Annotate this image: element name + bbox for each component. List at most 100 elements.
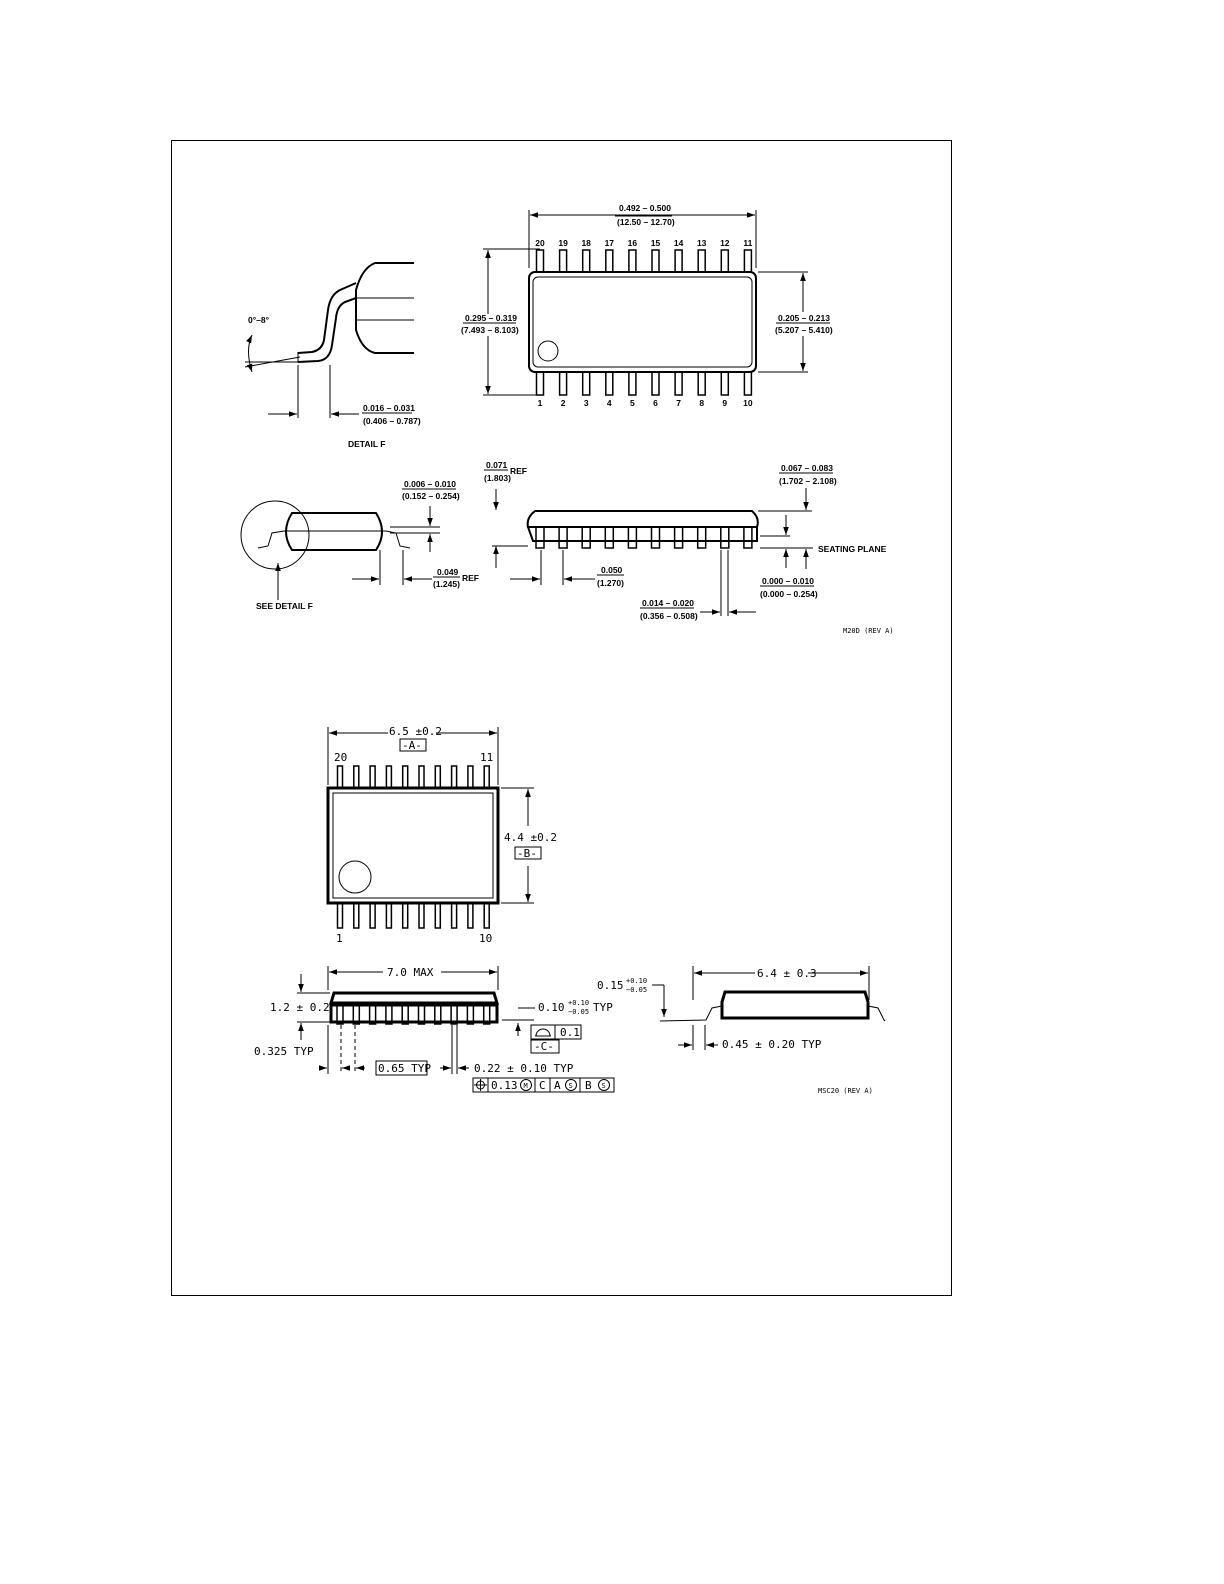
pin-number: 6	[653, 398, 658, 408]
position-mod: M	[524, 1082, 528, 1090]
pin-number: 15	[651, 238, 661, 248]
pin-number: 5	[630, 398, 635, 408]
datum-c: -C-	[534, 1040, 554, 1053]
lead-top	[483, 765, 490, 789]
datum-b: -B-	[517, 847, 537, 860]
side-lead	[450, 1002, 458, 1025]
standoff-base: 0.10	[538, 1001, 565, 1014]
lead-bottom	[450, 902, 458, 929]
ref-b: B	[585, 1079, 592, 1092]
lower-side-pitch: 0.65 TYP	[378, 1062, 431, 1075]
lower-pin-20: 20	[334, 751, 347, 764]
side-lead	[650, 526, 661, 549]
pin-number: 13	[697, 238, 707, 248]
position-tol: 0.13	[491, 1079, 518, 1092]
lead-bottom	[434, 902, 442, 929]
lead-top	[535, 249, 545, 273]
lead-bottom	[535, 371, 545, 396]
side-view-pitch-in: 0.050	[601, 565, 623, 575]
position-icon	[474, 1079, 487, 1091]
lead-top	[434, 765, 442, 789]
side-lead	[401, 1002, 409, 1025]
upper-top-view: 0.492 – 0.500 (12.50 – 12.70) 0.295 – 0.…	[461, 203, 833, 408]
side-view-lead-width-in: 0.014 – 0.020	[642, 598, 694, 608]
side-lead	[696, 526, 707, 549]
side-view-standoff-in: 0.000 – 0.010	[762, 576, 814, 586]
lead-bottom	[353, 902, 360, 929]
upper-end-view: SEE DETAIL F 0.006 – 0.010 (0.152 – 0.25…	[240, 479, 479, 611]
lead-top	[401, 765, 409, 789]
ref-b-mod: S	[602, 1082, 606, 1090]
lead-bottom	[651, 371, 660, 396]
pin-number: 20	[535, 238, 545, 248]
side-view-height-in: 0.067 – 0.083	[781, 463, 833, 473]
lead-top	[697, 249, 706, 273]
top-view-length-mm: (12.50 – 12.70)	[617, 217, 675, 227]
pin-number: 14	[674, 238, 684, 248]
ref-a-mod: S	[569, 1082, 573, 1090]
lower-side-height: 1.2 ± 0.2	[270, 1001, 330, 1014]
pin-number: 4	[607, 398, 612, 408]
end-view-lead-thickness-mm: (0.152 – 0.254)	[402, 491, 460, 501]
lead-top	[353, 765, 360, 789]
lead-bottom	[336, 902, 344, 929]
side-lead	[482, 1002, 491, 1025]
datum-a: -A-	[402, 739, 422, 752]
lead-bottom	[697, 371, 706, 396]
end-view-ref-in: 0.049	[437, 567, 459, 577]
upper-side-view: SEATING PLANE 0.067 – 0.083 (1.702 – 2.1…	[484, 460, 894, 635]
side-lead	[417, 1002, 426, 1025]
side-lead	[558, 526, 568, 549]
pin-number: 2	[561, 398, 566, 408]
flatness-value: 0.1	[560, 1026, 580, 1039]
pin-number: 12	[720, 238, 730, 248]
detail-f-title: DETAIL F	[348, 439, 385, 449]
lower-pin-1: 1	[336, 932, 343, 945]
see-detail-label: SEE DETAIL F	[256, 601, 313, 611]
lead-top	[674, 249, 683, 273]
side-view-end-ref-mm: (1.803)	[484, 473, 511, 483]
lead-top	[369, 765, 376, 789]
lead-top	[581, 249, 591, 273]
lower-top-length: 6.5 ±0.2	[389, 725, 442, 738]
side-lead	[581, 526, 591, 549]
pin-number: 1	[538, 398, 543, 408]
pin-number: 19	[558, 238, 568, 248]
side-lead	[434, 1002, 442, 1025]
pin-number: 9	[722, 398, 727, 408]
top-view-width-mm: (7.493 – 8.103)	[461, 325, 519, 335]
side-lead	[743, 526, 753, 549]
pin-number: 18	[581, 238, 591, 248]
lead-top	[467, 765, 474, 789]
lead-top	[450, 765, 458, 789]
top-view-body-width-mm: (5.207 – 5.410)	[775, 325, 833, 335]
lead-bottom	[605, 371, 614, 396]
side-lead	[627, 526, 638, 549]
top-view-width-in: 0.295 – 0.319	[465, 313, 517, 323]
lead-bottom	[558, 371, 568, 396]
thickness-base: 0.15	[597, 979, 624, 992]
lead-top	[651, 249, 660, 273]
lead-top	[558, 249, 568, 273]
lead-bottom	[743, 371, 753, 396]
lead-bottom	[418, 902, 425, 929]
detail-f-angle: 0°–8°	[248, 315, 270, 325]
lead-bottom	[483, 902, 490, 929]
side-lead	[368, 1002, 377, 1025]
lead-top	[720, 249, 730, 273]
pin-number: 8	[699, 398, 704, 408]
side-lead	[466, 1002, 475, 1025]
detail-f-view: 0°–8° 0.016 – 0.031 (0.406 – 0.787) DETA…	[244, 262, 421, 449]
lower-side-lead-width: 0.22 ± 0.10 TYP	[474, 1062, 574, 1075]
detail-circle	[240, 500, 310, 570]
end-view-ref-label: REF	[462, 573, 479, 583]
lead-bottom	[628, 371, 637, 396]
lead-top	[385, 765, 393, 789]
side-lead	[720, 526, 730, 549]
flatness-icon	[535, 1028, 551, 1037]
end-view-lead-thickness-in: 0.006 – 0.010	[404, 479, 456, 489]
side-view-pitch-mm: (1.270)	[597, 578, 624, 588]
lower-end-foot: 0.45 ± 0.20 TYP	[722, 1038, 822, 1051]
lead-bottom	[369, 902, 376, 929]
lower-drawing-id: MSC20 (REV A)	[818, 1087, 873, 1095]
